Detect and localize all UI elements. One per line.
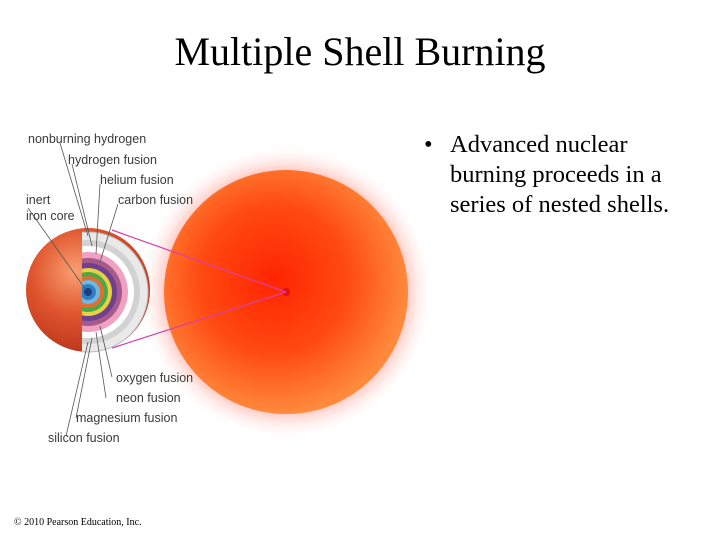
shell-cutaway [82, 231, 149, 353]
label-oxygen-fusion: oxygen fusion [116, 371, 193, 385]
label-carbon-fusion: carbon fusion [118, 193, 193, 207]
label-magnesium-fusion: magnesium fusion [76, 411, 177, 425]
label-helium-fusion: helium fusion [100, 173, 174, 187]
label-silicon-fusion: silicon fusion [48, 431, 120, 445]
slide-title: Multiple Shell Burning [174, 29, 546, 74]
label-iron-core: iron core [26, 209, 75, 223]
label-neon-fusion: neon fusion [116, 391, 181, 405]
bullet-text: Advanced nuclear burning proceeds in a s… [450, 131, 670, 218]
label-nonburning-hydrogen: nonburning hydrogen [28, 132, 146, 146]
bullet-marker: • [424, 131, 433, 158]
pointer-line-lower [111, 291, 287, 349]
label-inert: inert [26, 193, 51, 207]
label-hydrogen-fusion: hydrogen fusion [68, 153, 157, 167]
pointer-line-upper [111, 229, 287, 293]
copyright-notice: © 2010 Pearson Education, Inc. [14, 517, 142, 528]
